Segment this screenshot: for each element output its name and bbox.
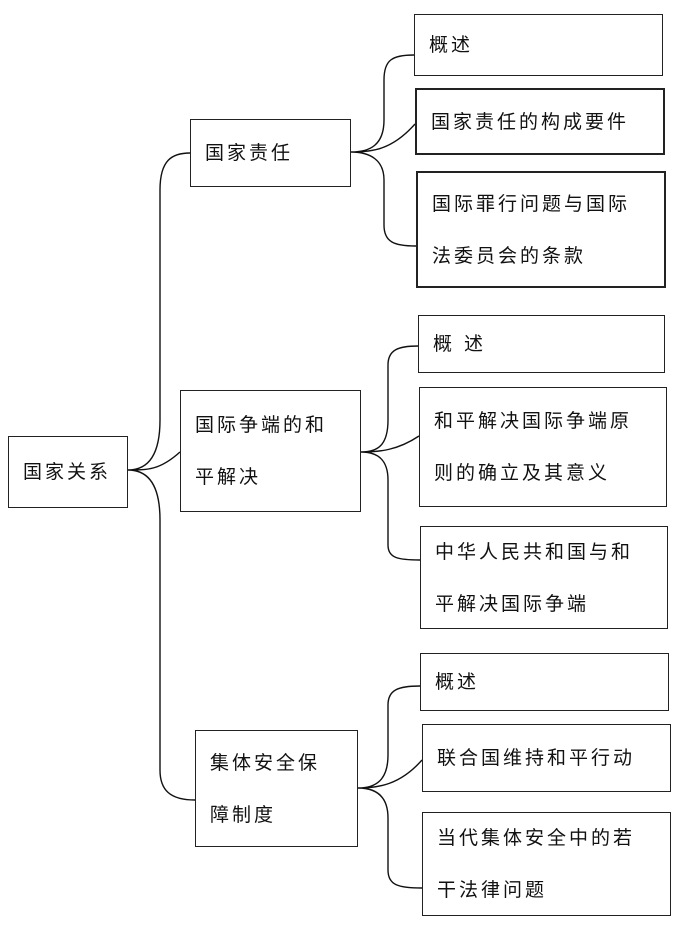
branch-1-brace bbox=[350, 54, 417, 247]
branch-node-state-responsibility: 国家责任 bbox=[190, 119, 351, 187]
leaf-node: 当代集体安全中的若 干法律问题 bbox=[422, 812, 671, 916]
leaf-label: 国家责任的构成要件 bbox=[431, 110, 630, 133]
leaf-node: 国际罪行问题与国际 法委员会的条款 bbox=[416, 171, 666, 288]
leaf-node: 和平解决国际争端原 则的确立及其意义 bbox=[419, 387, 667, 507]
leaf-label-line: 中华人民共和国与和 bbox=[435, 540, 634, 563]
leaf-label: 概 述 bbox=[433, 333, 487, 355]
branch-label-line: 集体安全保 bbox=[210, 751, 321, 774]
branch-node-collective-security: 集体安全保 障制度 bbox=[195, 730, 358, 847]
root-node: 国家关系 bbox=[8, 436, 128, 508]
root-label: 国家关系 bbox=[23, 461, 112, 483]
leaf-node: 国家责任的构成要件 bbox=[415, 88, 665, 155]
leaf-node: 概述 bbox=[414, 14, 663, 76]
leaf-label-line: 干法律问题 bbox=[437, 879, 548, 901]
leaf-node: 中华人民共和国与和 平解决国际争端 bbox=[420, 526, 668, 629]
leaf-node: 概 述 bbox=[418, 315, 665, 373]
branch-label-line: 障制度 bbox=[210, 803, 277, 826]
leaf-label-line: 法委员会的条款 bbox=[432, 244, 587, 267]
branch-label-line: 平解决 bbox=[195, 466, 262, 488]
leaf-label-line: 平解决国际争端 bbox=[435, 592, 590, 615]
branch-node-dispute-settlement: 国际争端的和 平解决 bbox=[180, 390, 361, 512]
branch-label: 国家责任 bbox=[205, 142, 294, 164]
leaf-label-line: 当代集体安全中的若 bbox=[437, 827, 636, 849]
leaf-label: 联合国维持和平行动 bbox=[437, 747, 636, 769]
leaf-node: 概述 bbox=[420, 653, 669, 711]
leaf-node: 联合国维持和平行动 bbox=[422, 724, 671, 792]
leaf-label-line: 则的确立及其意义 bbox=[434, 462, 611, 484]
leaf-label: 概述 bbox=[435, 671, 480, 693]
branch-2-brace bbox=[360, 345, 421, 561]
leaf-label-line: 国际罪行问题与国际 bbox=[432, 192, 631, 215]
branch-3-brace bbox=[357, 685, 423, 889]
leaf-label-line: 和平解决国际争端原 bbox=[434, 410, 633, 432]
branch-label-line: 国际争端的和 bbox=[195, 414, 328, 436]
leaf-label: 概述 bbox=[429, 34, 474, 56]
root-brace bbox=[127, 152, 196, 801]
